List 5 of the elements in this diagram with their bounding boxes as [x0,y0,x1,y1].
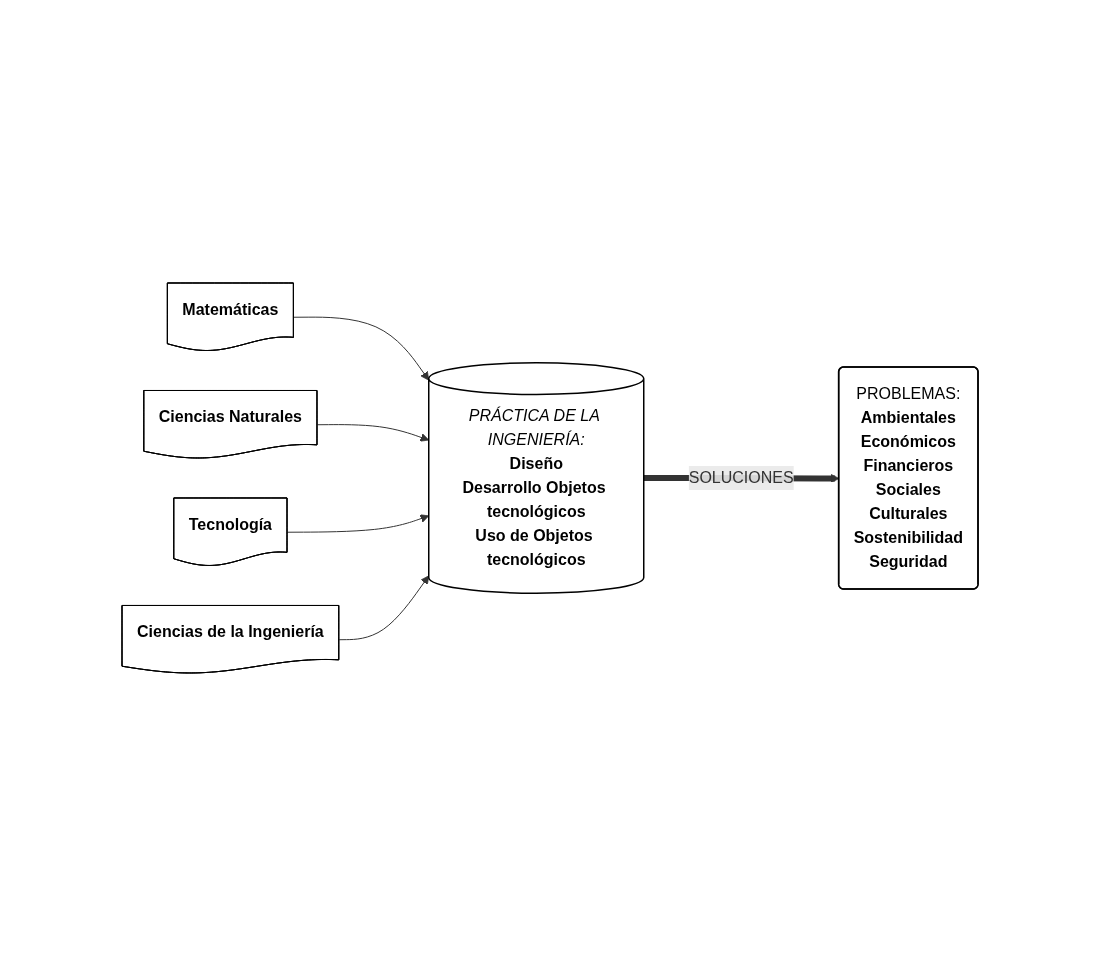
arrow [317,424,430,442]
edge-label: SOLUCIONES [689,469,795,486]
arrow [339,575,430,641]
arrow [293,316,430,381]
arrow [287,514,430,533]
